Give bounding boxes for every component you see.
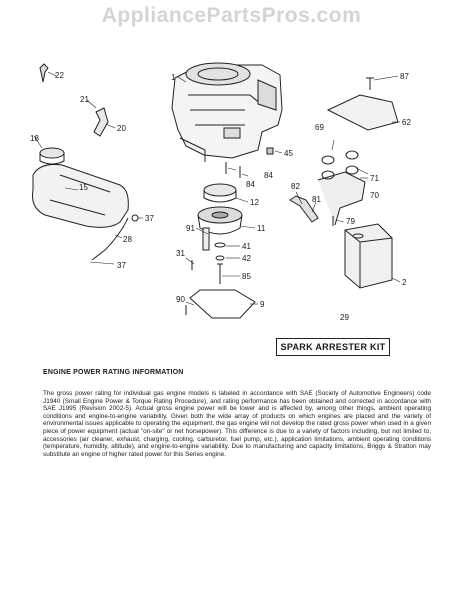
callout-84a: 84 (264, 171, 273, 180)
gasket-part[interactable] (345, 165, 359, 175)
bolt-part[interactable] (217, 263, 223, 284)
callout-62: 62 (402, 118, 411, 127)
callout-45: 45 (284, 149, 293, 158)
clutch-part[interactable] (197, 206, 243, 235)
washer-part[interactable] (215, 255, 225, 261)
callout-85: 85 (242, 272, 251, 281)
callout-15: 15 (79, 183, 88, 192)
callout-9: 9 (260, 300, 265, 309)
clamp-part[interactable] (131, 214, 139, 222)
fuel-line-part[interactable] (91, 217, 129, 261)
callout-71: 71 (370, 174, 379, 183)
callout-31: 31 (176, 249, 185, 258)
callout-37a: 37 (145, 214, 154, 223)
callout-1: 1 (171, 73, 176, 82)
info-body: The gross power rating for individual ga… (43, 390, 431, 458)
callout-18: 18 (30, 134, 39, 143)
spark-arrester-kit-label[interactable]: SPARK ARRESTER KIT (276, 338, 390, 356)
engine-part[interactable] (171, 62, 283, 162)
callout-28: 28 (123, 235, 132, 244)
nut-part[interactable] (266, 147, 274, 155)
callout-81: 81 (312, 195, 321, 204)
callout-21: 21 (80, 95, 89, 104)
callout-42: 42 (242, 254, 251, 263)
tube-part[interactable] (289, 195, 319, 223)
gasket-part[interactable] (321, 170, 335, 180)
callout-37b: 37 (117, 261, 126, 270)
bolt-part[interactable] (225, 162, 241, 178)
callout-82: 82 (291, 182, 300, 191)
callout-91: 91 (186, 224, 195, 233)
callout-11: 11 (257, 224, 266, 233)
gasket-part[interactable] (321, 155, 335, 165)
callout-41: 41 (242, 242, 251, 251)
gasket-part[interactable] (345, 150, 359, 160)
pin-part[interactable] (39, 63, 49, 83)
spacer-part[interactable] (202, 227, 210, 251)
bracket-part[interactable] (93, 107, 109, 137)
callout-79: 79 (346, 217, 355, 226)
fuel-cap-part[interactable] (39, 147, 65, 165)
exhaust-pipe-part[interactable] (317, 171, 366, 226)
callout-87: 87 (400, 72, 409, 81)
callout-84b: 84 (246, 180, 255, 189)
washer-part[interactable] (214, 242, 226, 248)
watermark: AppliancePartsPros.com (101, 4, 362, 27)
callout-22: 22 (55, 71, 64, 80)
pulley-part[interactable] (203, 183, 237, 203)
callout-90: 90 (176, 295, 185, 304)
callout-2: 2 (402, 278, 407, 287)
heat-shield-part[interactable] (326, 94, 399, 131)
belt-guide-part[interactable] (189, 289, 256, 319)
callout-70: 70 (370, 191, 379, 200)
fuel-tank-part[interactable] (32, 164, 129, 228)
callout-69: 69 (315, 123, 324, 132)
callout-20: 20 (117, 124, 126, 133)
kit-callout: 29 (340, 313, 349, 322)
info-title: ENGINE POWER RATING INFORMATION (43, 369, 184, 376)
muffler-part[interactable] (344, 223, 393, 289)
bolt-part[interactable] (366, 77, 374, 90)
parts-diagram: 1 22 21 20 18 15 37 28 37 12 11 41 42 85… (30, 62, 411, 319)
callout-12: 12 (250, 198, 259, 207)
